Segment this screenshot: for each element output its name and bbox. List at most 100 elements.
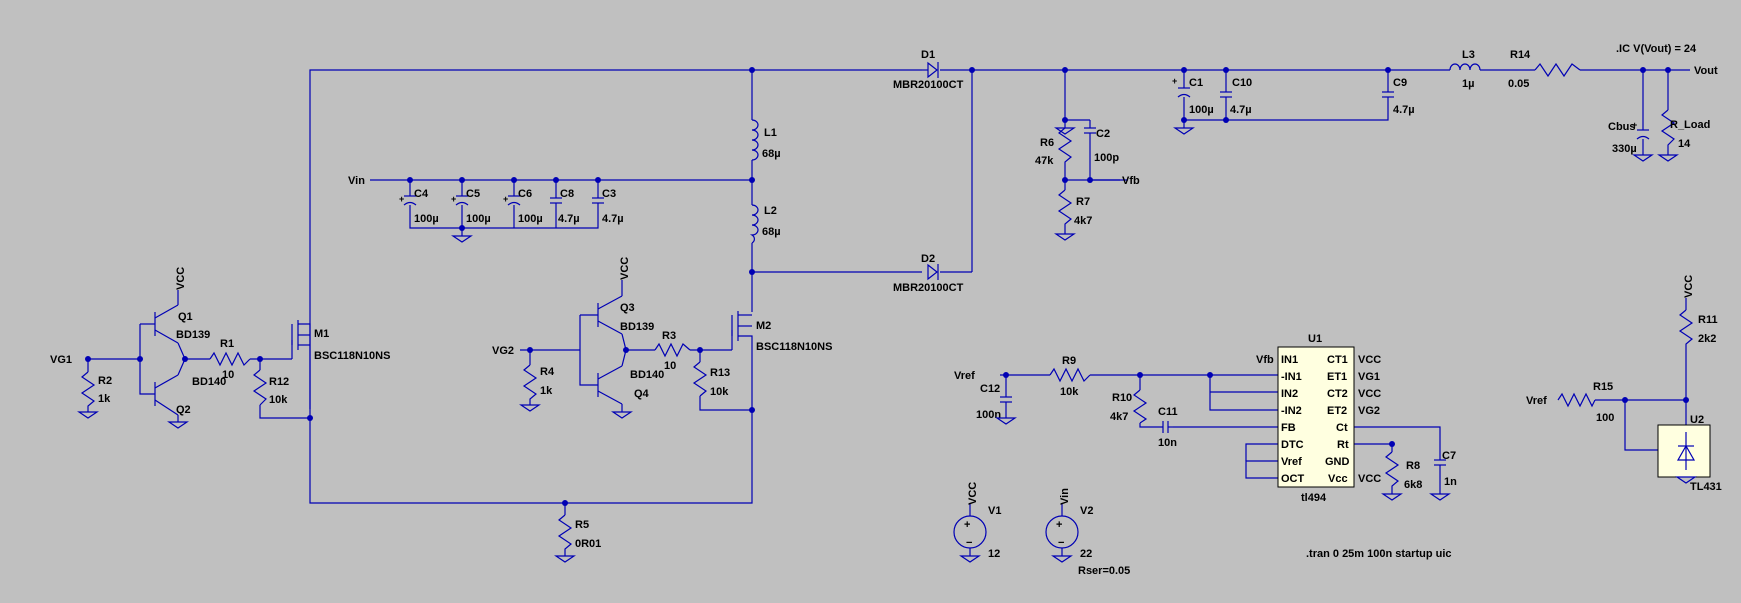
r3-value: 10	[664, 360, 676, 372]
v2-plus: +	[1056, 519, 1062, 531]
capacitor-c9[interactable]: C9 4.7µ	[1382, 77, 1415, 116]
u1-net-et1: VG1	[1358, 371, 1380, 383]
capacitor-c3[interactable]: C3 4.7µ	[592, 188, 624, 225]
inductor-l3[interactable]: L3 1µ	[1449, 49, 1481, 90]
u1-pin-left-1: -IN1	[1281, 371, 1302, 383]
capacitor-c5[interactable]: + C5 100µ	[451, 188, 491, 225]
q3-ref: Q3	[620, 302, 635, 314]
resistor-r11[interactable]: R11 2k2	[1678, 309, 1718, 350]
inductor-l1[interactable]: L1 68µ	[751, 119, 781, 161]
ic-tl494[interactable]: U1 tl494 IN1 -IN1 IN2 -IN2 FB DTC Vref O…	[1256, 333, 1381, 504]
resistor-r9[interactable]: R9 10k	[1049, 355, 1091, 398]
inductor-l2[interactable]: L2 68µ	[749, 204, 781, 244]
mosfet-m2[interactable]: M2 BSC118N10NS	[731, 311, 832, 409]
source-v1[interactable]: + − V1 12 VCC	[953, 482, 1001, 560]
directive-ic[interactable]: .IC V(Vout) = 24	[1616, 43, 1697, 55]
capacitor-c12[interactable]: C12 100n	[976, 383, 1012, 421]
resistor-r15[interactable]: R15 100	[1557, 381, 1614, 424]
capacitor-c4[interactable]: + C4 100µ	[399, 188, 439, 225]
r13-ref: R13	[710, 367, 730, 379]
u1-net-vcc: VCC	[1358, 473, 1381, 485]
u1-net-et2: VG2	[1358, 405, 1380, 417]
c2-value: 100p	[1094, 152, 1119, 164]
c10-value: 4.7µ	[1230, 104, 1252, 116]
c6-plus: +	[503, 194, 508, 204]
c12-ref: C12	[980, 383, 1000, 395]
r3-ref: R3	[662, 330, 676, 342]
u1-pin-right-7: Vcc	[1328, 473, 1348, 485]
capacitor-c1[interactable]: + C1 100µ	[1172, 76, 1214, 116]
resistor-r10[interactable]: R10 4k7	[1110, 389, 1148, 424]
resistor-r7[interactable]: R7 4k7	[1057, 189, 1092, 234]
resistor-r5[interactable]: R5 0R01	[557, 514, 601, 556]
resistor-r2[interactable]: R2 1k	[80, 371, 112, 412]
c11-ref: C11	[1158, 406, 1178, 418]
u1-pin-right-4: Ct	[1336, 422, 1348, 434]
junction-dots	[85, 67, 1689, 506]
capacitor-cbus[interactable]: + Cbus 330µ	[1608, 120, 1650, 155]
q2-value: BD140	[192, 376, 226, 388]
net-vg1: VG1	[50, 354, 72, 366]
d2-ref: D2	[921, 253, 935, 265]
u1-net-ct2: VCC	[1358, 388, 1381, 400]
u1-pin-left-2: IN2	[1281, 388, 1298, 400]
m1-value: BSC118N10NS	[314, 350, 390, 362]
transistor-q1[interactable]: Q1 BD139	[154, 304, 210, 360]
cbus-plus: +	[1632, 120, 1637, 130]
r10-value: 4k7	[1110, 411, 1128, 423]
capacitor-c8[interactable]: C8 4.7µ	[550, 188, 580, 225]
r11-value: 2k2	[1698, 333, 1716, 345]
capacitor-c2[interactable]: C2 100p	[1084, 127, 1119, 164]
resistor-r1[interactable]: R1 10	[209, 338, 251, 381]
capacitor-c11[interactable]: C11 10n	[1158, 406, 1178, 449]
c3-value: 4.7µ	[602, 213, 624, 225]
transistor-q4[interactable]: Q4 BD140	[597, 349, 664, 405]
u1-ref: U1	[1308, 333, 1322, 345]
resistor-r3[interactable]: R3 10	[654, 330, 691, 372]
r6-value: 47k	[1035, 155, 1054, 167]
r15-ref: R15	[1593, 381, 1613, 393]
directive-tran[interactable]: .tran 0 25m 100n startup uic	[1306, 548, 1452, 560]
l1-value: 68µ	[762, 148, 781, 160]
r5-ref: R5	[575, 519, 589, 531]
u1-pin-left-6: Vref	[1281, 456, 1302, 468]
v2-net: Vin	[1059, 488, 1071, 505]
source-v2[interactable]: + − V2 22 Vin Rser=0.05	[1045, 488, 1130, 577]
net-vg2: VG2	[492, 345, 514, 357]
u1-pin-right-5: Rt	[1337, 439, 1349, 451]
q3-value: BD139	[620, 321, 654, 333]
resistor-r14[interactable]: R14 0.05	[1508, 49, 1581, 90]
mosfet-m1[interactable]: M1 BSC118N10NS	[291, 320, 390, 409]
r10-ref: R10	[1112, 392, 1132, 404]
r2-ref: R2	[98, 375, 112, 387]
transistor-q2[interactable]: Q2 BD140	[154, 358, 226, 416]
capacitor-c7[interactable]: C7 1n	[1434, 450, 1457, 494]
u1-pin-right-2: CT2	[1327, 388, 1348, 400]
d2-value: MBR20100CT	[893, 282, 964, 294]
q1-value: BD139	[176, 329, 210, 341]
resistor-r13[interactable]: R13 10k	[692, 361, 730, 398]
c8-ref: C8	[560, 188, 574, 200]
capacitor-c6[interactable]: + C6 100µ	[503, 188, 543, 225]
u1-pin-left-5: DTC	[1281, 439, 1304, 451]
resistor-r8[interactable]: R8 6k8	[1384, 451, 1422, 494]
transistor-q3[interactable]: Q3 BD139	[597, 295, 654, 351]
diode-d1[interactable]: D1 MBR20100CT	[893, 49, 964, 91]
diode-d2[interactable]: D2 MBR20100CT	[893, 253, 964, 294]
net-labels: Vin Vout Vfb VG1 VG2 Vref Vref VCC VCC V…	[50, 65, 1718, 407]
r2-value: 1k	[98, 393, 111, 405]
r11-ref: R11	[1698, 314, 1718, 326]
resistor-r6[interactable]: R6 47k	[1035, 120, 1073, 180]
resistor-r4[interactable]: R4 1k	[522, 364, 555, 405]
r14-ref: R14	[1510, 49, 1531, 61]
u1-pin-right-3: ET2	[1327, 405, 1347, 417]
ic-tl431[interactable]: U2 TL431	[1657, 414, 1722, 493]
resistor-r12[interactable]: R12 10k	[252, 369, 289, 406]
l1-ref: L1	[764, 127, 777, 139]
v1-plus: +	[964, 519, 970, 531]
capacitor-c10[interactable]: C10 4.7µ	[1220, 77, 1252, 116]
resistor-rload[interactable]: R_Load 14	[1660, 109, 1710, 155]
r6-ref: R6	[1040, 137, 1054, 149]
